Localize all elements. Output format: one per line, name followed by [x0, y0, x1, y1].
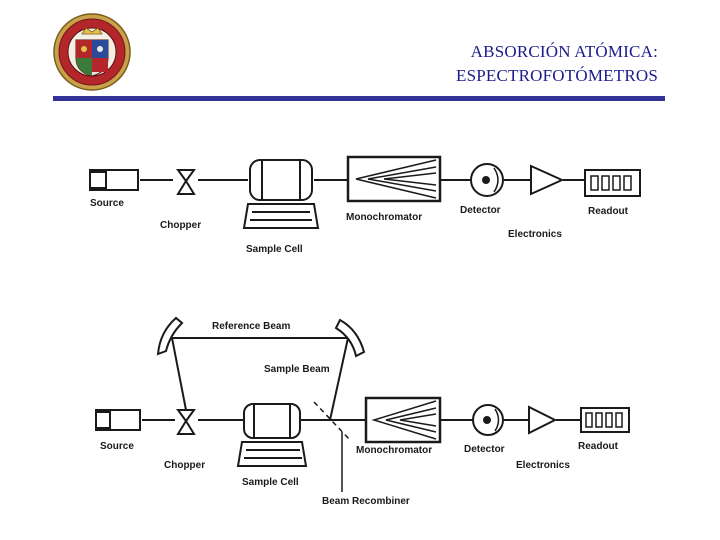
source-lamp-icon-2	[95, 409, 141, 431]
label-chopper-2: Chopper	[164, 460, 205, 471]
label-detector-2: Detector	[464, 444, 505, 455]
left-mirror-icon	[156, 316, 184, 356]
slide-title: ABSORCIÓN ATÓMICA: ESPECTROFOTÓMETROS	[338, 40, 658, 88]
title-line-2: ESPECTROFOTÓMETROS	[456, 66, 658, 85]
label-monochromator-2: Monochromator	[356, 445, 432, 456]
label-sample-cell: Sample Cell	[246, 244, 303, 255]
detector-icon-2	[472, 404, 504, 436]
readout-display-icon	[584, 169, 641, 197]
electronics-amplifier-icon-2	[528, 405, 558, 435]
monochromator-icon-2	[364, 396, 442, 444]
label-chopper: Chopper	[160, 220, 201, 231]
chopper-icon	[176, 169, 196, 195]
label-sample-beam: Sample Beam	[264, 364, 330, 375]
title-line-1: ABSORCIÓN ATÓMICA:	[470, 42, 658, 61]
electronics-amplifier-icon	[530, 164, 565, 196]
monochromator-icon	[346, 155, 442, 203]
source-lamp-icon	[89, 169, 139, 191]
single-beam-diagram	[89, 155, 641, 229]
sample-cell-icon	[242, 159, 320, 229]
label-monochromator: Monochromator	[346, 212, 422, 223]
label-beam-recombiner: Beam Recombiner	[322, 496, 410, 507]
label-electronics-2: Electronics	[516, 460, 570, 471]
double-beam-diagram	[95, 316, 630, 492]
label-sample-cell-2: Sample Cell	[242, 477, 299, 488]
label-detector: Detector	[460, 205, 501, 216]
right-mirror-icon	[334, 318, 366, 358]
label-reference-beam: Reference Beam	[212, 321, 290, 332]
title-rule	[53, 96, 665, 101]
detector-icon	[470, 163, 504, 197]
university-seal-icon	[53, 13, 131, 91]
sample-cell-icon-2	[236, 403, 308, 467]
label-electronics: Electronics	[508, 229, 562, 240]
label-source-2: Source	[100, 441, 134, 452]
label-source: Source	[90, 198, 124, 209]
label-readout-2: Readout	[578, 441, 619, 452]
label-readout: Readout	[588, 206, 629, 217]
chopper-icon-2	[176, 409, 196, 435]
readout-display-icon-2	[580, 407, 630, 433]
